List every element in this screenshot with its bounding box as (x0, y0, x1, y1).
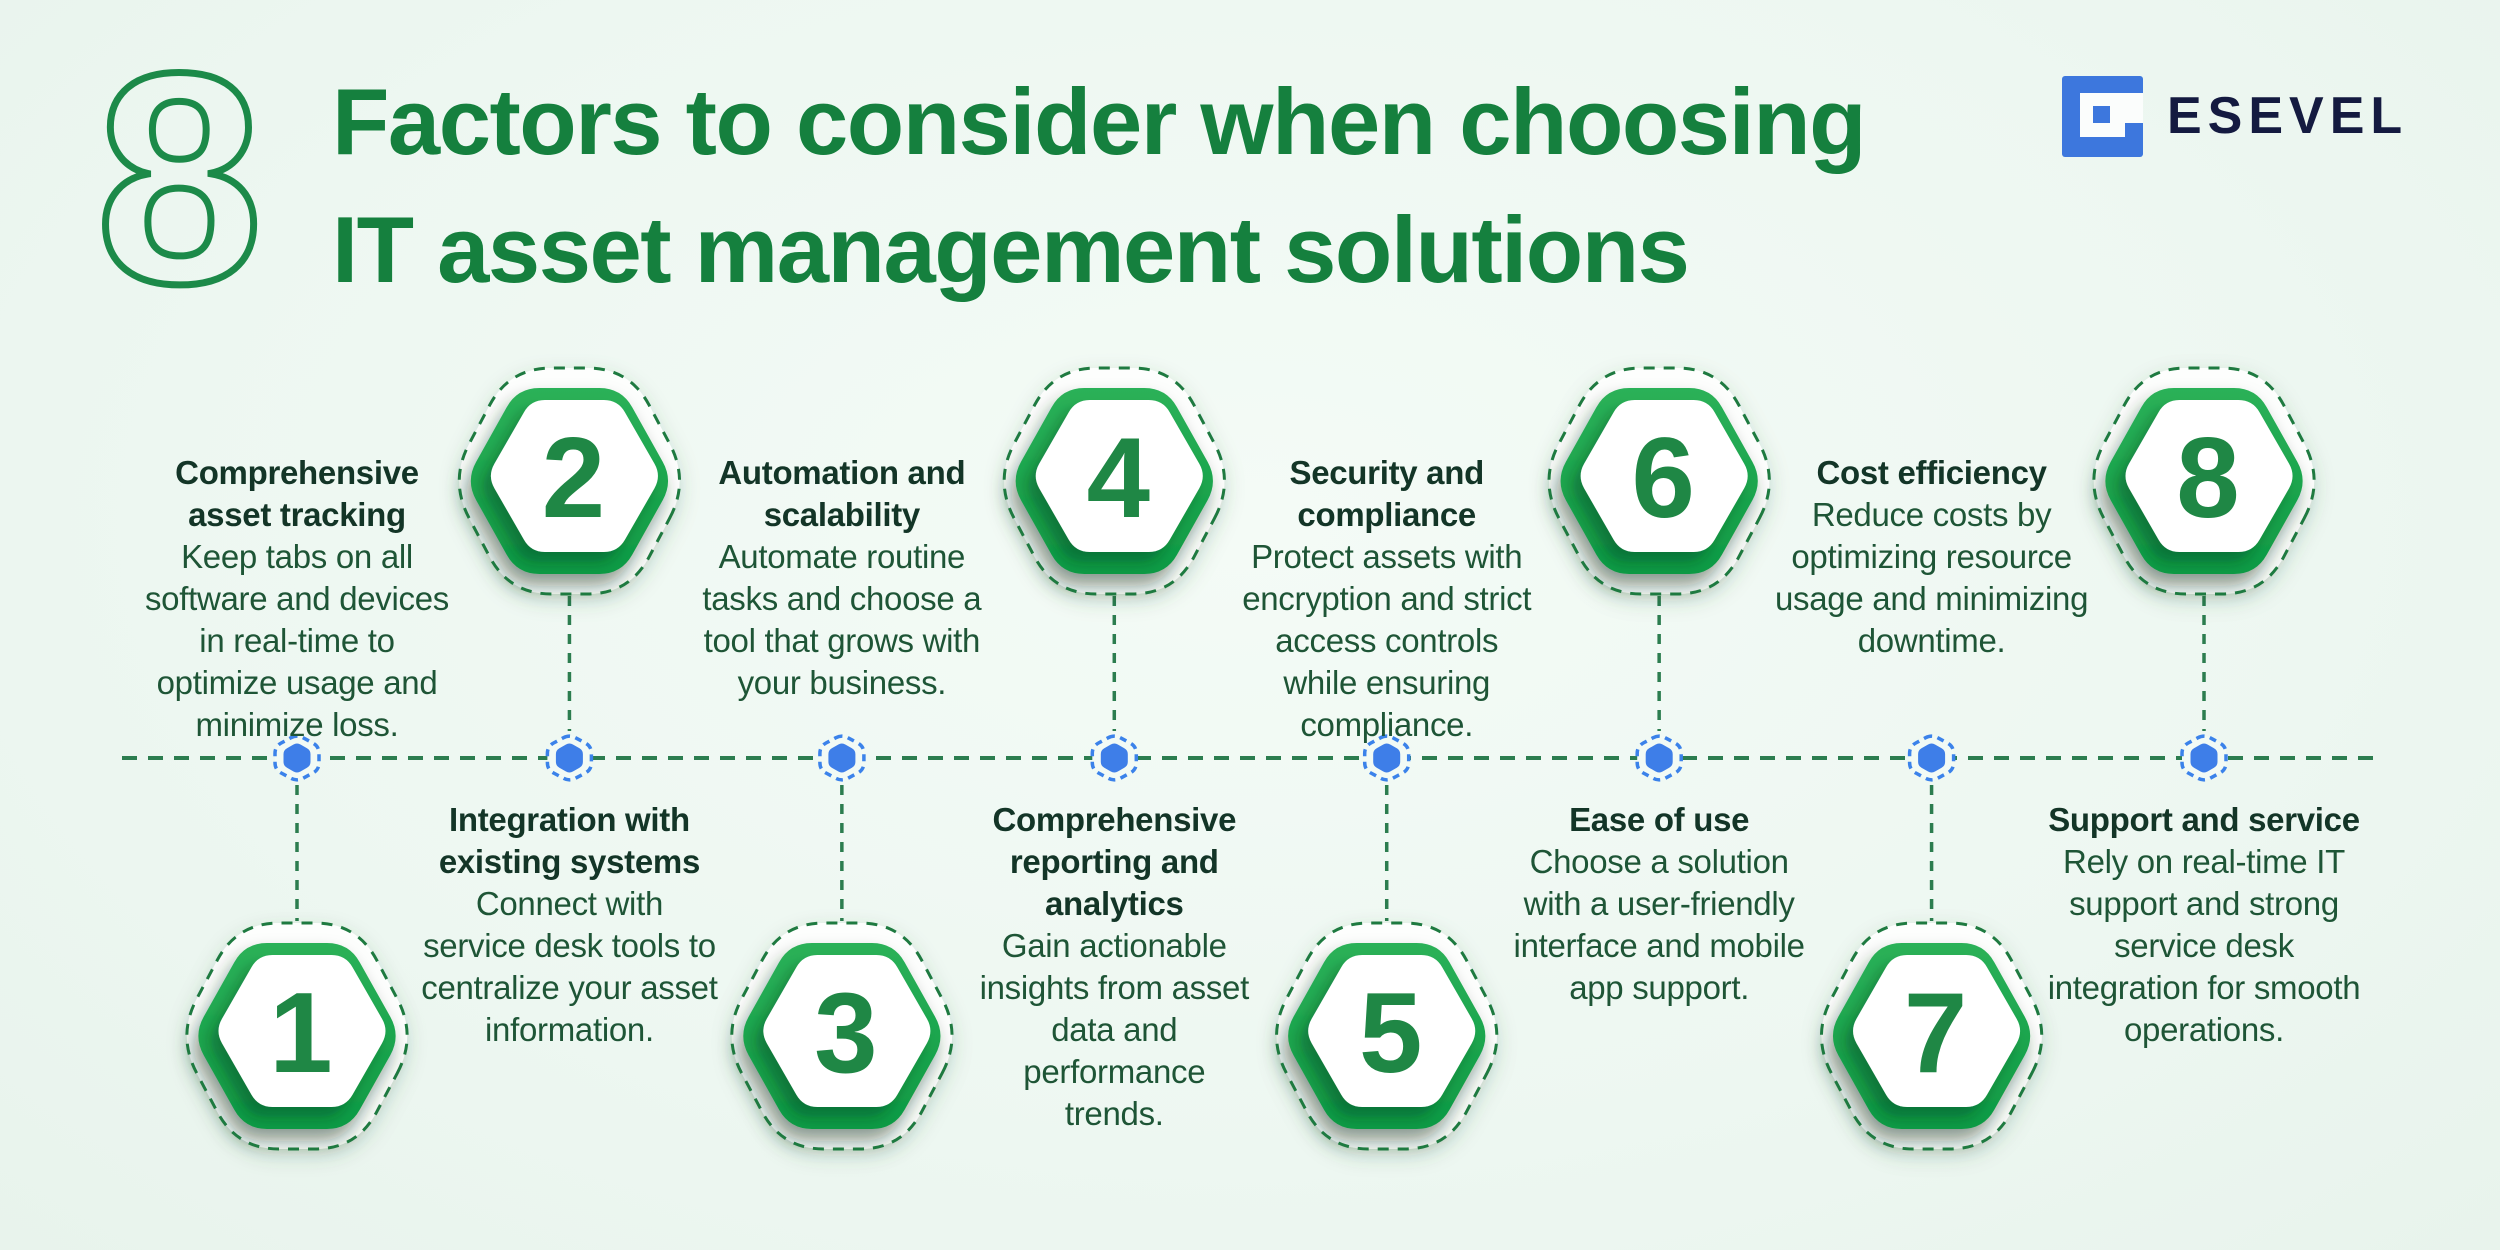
node-blue-hexagon (2190, 743, 2218, 773)
item-title: Integration with existing systems (438, 801, 700, 880)
timeline-node-item-6 (1635, 734, 1683, 782)
badge-dashed-outline (1275, 921, 1499, 1151)
brand-logo: ESEVEL (2062, 75, 2409, 157)
hexagon-badge-item-6: 6 (1547, 366, 1771, 596)
node-blue-hexagon (283, 743, 311, 773)
page-title: Factors to consider when choosing IT ass… (332, 58, 1867, 314)
timeline-node-item-8 (2180, 734, 2228, 782)
item-description: Reduce costs by optimizing resource usag… (1774, 496, 2089, 659)
timeline-node-item-4 (1090, 734, 1139, 782)
badge-dashed-outline (1820, 921, 2044, 1151)
item-title: Automation and scalability (718, 454, 966, 533)
big-count-outline-number: 8 (93, 10, 267, 346)
badge-dashed-outline (730, 921, 954, 1151)
badge-dashed-outline (457, 366, 681, 596)
timeline-node-item-3 (818, 734, 866, 782)
item-description: Choose a solution with a user-friendly i… (1513, 843, 1805, 1006)
badge-number: 2 (542, 415, 605, 542)
item-description: Protect assets with encryption and stric… (1242, 538, 1532, 743)
badge-white-face (1308, 955, 1476, 1107)
node-blue-hexagon (1100, 743, 1128, 773)
item-description: Keep tabs on all software and devices in… (144, 538, 449, 743)
item-title: Comprehensive reporting and analytics (992, 801, 1237, 922)
node-blue-hexagon (555, 743, 583, 773)
badge-white-face (1853, 955, 2021, 1107)
badge-white-face (218, 955, 386, 1107)
item-description: Connect with service desk tools to centr… (421, 885, 718, 1048)
item-description: Automate routine tasks and choose a tool… (702, 538, 982, 701)
hexagon-badge-item-3: 3 (730, 921, 954, 1151)
badge-dashed-outline (2092, 366, 2316, 596)
item-description: Gain actionable insights from asset data… (979, 927, 1250, 1132)
item-title: Ease of use (1569, 801, 1750, 838)
node-blue-hexagon (828, 743, 856, 773)
badge-number: 6 (1631, 415, 1694, 542)
timeline-node-item-1 (273, 734, 321, 782)
page-title-line2: IT asset management solutions (332, 196, 1690, 302)
esevel-logo-icon (2062, 75, 2143, 157)
badge-number: 7 (1904, 970, 1967, 1097)
node-blue-hexagon (1645, 743, 1673, 773)
item-title: Cost efficiency (1816, 454, 2047, 491)
hexagon-badge-item-2: 2 (457, 366, 681, 596)
timeline-node-item-2 (545, 734, 594, 782)
hexagon-badge-item-4: 4 (1002, 366, 1226, 596)
item-title: Comprehensive asset tracking (175, 454, 419, 533)
hexagon-badge-item-7: 7 (1820, 921, 2044, 1151)
badge-number: 4 (1087, 415, 1150, 542)
hexagon-badge-item-5: 5 (1275, 921, 1499, 1151)
badge-number: 5 (1359, 970, 1422, 1097)
badge-dashed-outline (1547, 366, 1771, 596)
timeline-node-item-5 (1362, 734, 1411, 782)
badge-white-face (2125, 400, 2293, 552)
badge-number: 3 (814, 970, 877, 1097)
badge-white-face (763, 955, 931, 1107)
badge-dashed-outline (185, 921, 409, 1151)
badge-white-face (1580, 400, 1748, 552)
badge-white-face (490, 400, 658, 552)
badge-number: 1 (269, 970, 332, 1097)
page-title-line1: Factors to consider when choosing (332, 69, 1867, 174)
hexagon-badge-item-1: 1 (185, 921, 409, 1151)
brand-name: ESEVEL (2167, 87, 2409, 145)
hexagon-badge-item-8: 8 (2092, 366, 2316, 596)
item-title: Security and compliance (1289, 454, 1484, 533)
badge-dashed-outline (1002, 366, 1226, 596)
badge-number: 8 (2176, 415, 2239, 542)
badge-white-face (1035, 400, 1203, 552)
item-description: Rely on real-time IT support and strong … (2047, 843, 2361, 1048)
timeline-node-item-7 (1907, 734, 1956, 782)
item-title: Support and service (2048, 801, 2360, 838)
node-blue-hexagon (1373, 743, 1401, 773)
node-blue-hexagon (1918, 743, 1946, 773)
